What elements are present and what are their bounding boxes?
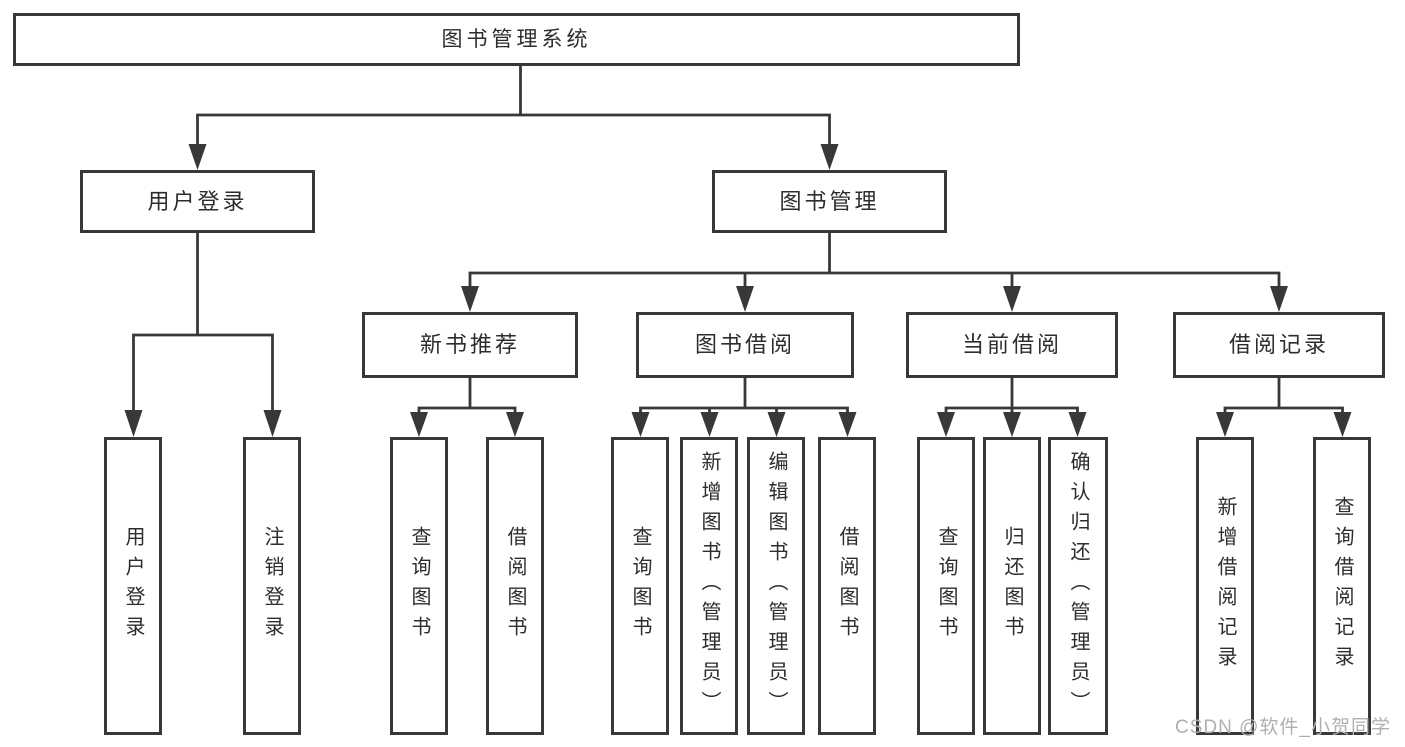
leaf-label: 查询图书: [935, 526, 957, 646]
leaf-query-books-current: 查询图书: [917, 437, 975, 735]
leaf-return-book: 归还图书: [983, 437, 1041, 735]
leaf-label: 归还图书: [1001, 526, 1023, 646]
leaf-label: 用户登录: [122, 526, 144, 646]
node-label: 用户登录: [147, 188, 248, 214]
leaf-add-borrow-record: 新增借阅记录: [1196, 437, 1254, 735]
csdn-watermark: CSDN @软件_小贺同学: [1175, 717, 1391, 738]
leaf-query-books-recommend: 查询图书: [390, 437, 448, 735]
node-library-management-system: 图书管理系统: [13, 13, 1020, 66]
leaf-label: 查询图书: [408, 526, 430, 646]
node-borrowing-records: 借阅记录: [1173, 312, 1385, 378]
leaf-query-books-borrowing: 查询图书: [611, 437, 669, 735]
leaf-label: 借阅图书: [504, 526, 526, 646]
leaf-confirm-return-admin: 确认归还（管理员）: [1048, 437, 1108, 735]
node-label: 新书推荐: [419, 332, 520, 357]
node-new-book-recommend: 新书推荐: [362, 312, 578, 378]
leaf-borrow-books: 借阅图书: [818, 437, 876, 735]
leaf-label: 编辑图书（管理员）: [765, 451, 787, 721]
leaf-user-login: 用户登录: [104, 437, 162, 735]
leaf-add-book-admin: 新增图书（管理员）: [680, 437, 738, 735]
node-current-borrowing: 当前借阅: [906, 312, 1118, 378]
connector-paths: [132, 66, 1344, 414]
leaf-label: 新增借阅记录: [1214, 496, 1236, 676]
leaf-logout: 注销登录: [243, 437, 301, 735]
leaf-label: 查询图书: [629, 526, 651, 646]
leaf-query-borrow-record: 查询借阅记录: [1313, 437, 1371, 735]
node-label: 图书管理: [779, 188, 880, 214]
node-book-borrowing: 图书借阅: [636, 312, 854, 378]
leaf-label: 借阅图书: [836, 526, 858, 646]
leaf-label: 注销登录: [261, 526, 283, 646]
leaf-label: 新增图书（管理员）: [698, 451, 720, 721]
leaf-label: 查询借阅记录: [1331, 496, 1353, 676]
node-label: 当前借阅: [961, 332, 1062, 357]
node-label: 借阅记录: [1228, 332, 1329, 357]
arrowheads: [124, 144, 1352, 437]
node-book-management-group: 图书管理: [712, 170, 947, 233]
leaf-edit-book-admin: 编辑图书（管理员）: [747, 437, 805, 735]
node-label: 图书借阅: [694, 332, 795, 357]
leaf-label: 确认归还（管理员）: [1067, 451, 1089, 721]
leaf-borrow-books-recommend: 借阅图书: [486, 437, 544, 735]
node-label: 图书管理系统: [441, 28, 592, 51]
node-user-login-group: 用户登录: [80, 170, 315, 233]
